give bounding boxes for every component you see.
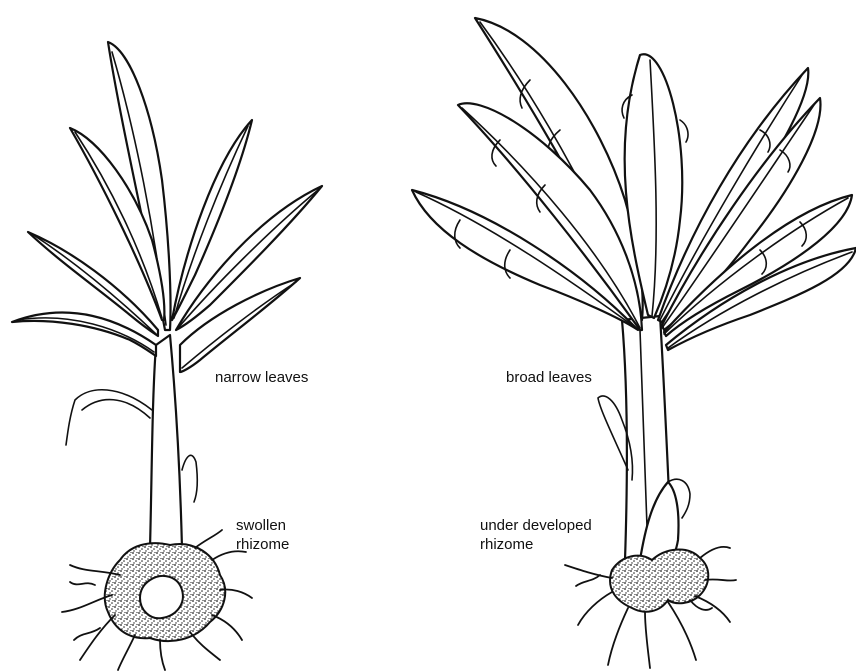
narrow-leaf-plant xyxy=(12,42,322,670)
label-broad-leaves: broad leaves xyxy=(506,368,592,387)
narrow-plant-stem xyxy=(150,335,182,548)
rhizome-cut-surface xyxy=(140,576,183,618)
narrow-plant-dry-leaf xyxy=(66,390,152,445)
label-swollen-rhizome: swollen rhizome xyxy=(236,516,289,554)
broad-leaf-plant xyxy=(412,18,856,668)
label-narrow-leaves: narrow leaves xyxy=(215,368,308,387)
under-developed-rhizome xyxy=(610,550,708,612)
label-under-developed-rhizome: under developed rhizome xyxy=(480,516,592,554)
